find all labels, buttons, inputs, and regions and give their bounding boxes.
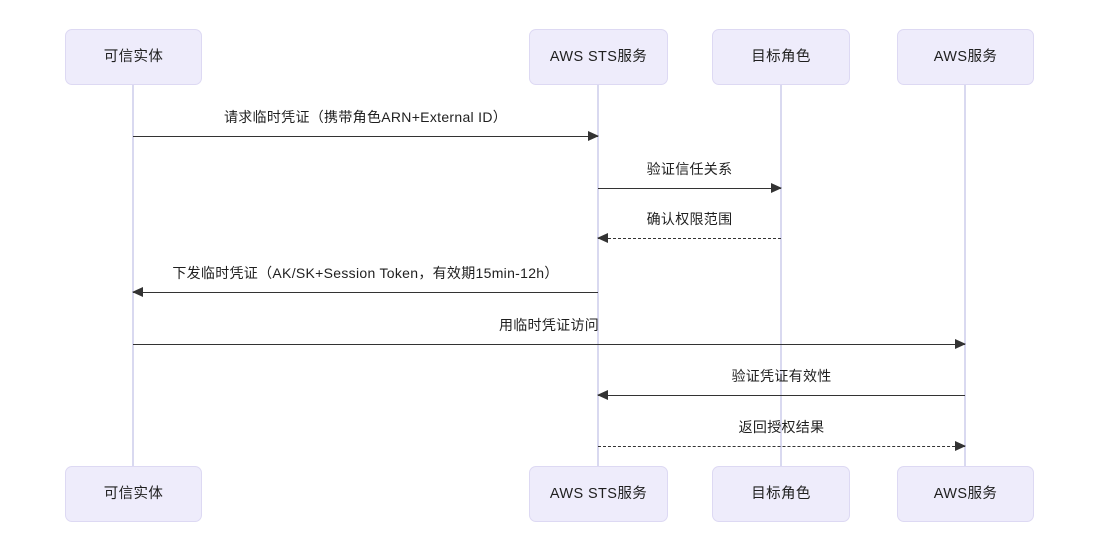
lifeline-target-role [780,85,782,466]
msg-verify-trust-relationship-label: 验证信任关系 [646,161,733,177]
arrowhead-left-icon [597,233,608,243]
participant-label-target-role: 目标角色 [751,485,811,502]
msg-validate-credentials-label: 验证凭证有效性 [731,368,832,384]
lifeline-aws-sts [597,85,599,466]
msg-validate-credentials-line [598,395,965,396]
msg-confirm-permission-scope-label: 确认权限范围 [646,211,733,227]
participant-box-aws-service-bottom[interactable]: AWS服务 [897,466,1034,522]
participant-box-target-role-top[interactable]: 目标角色 [712,29,850,85]
participant-box-aws-sts-bottom[interactable]: AWS STS服务 [529,466,668,522]
msg-access-with-temp-credentials-label: 用临时凭证访问 [498,317,600,333]
participant-label-aws-service: AWS服务 [933,485,998,502]
participant-label-target-role: 目标角色 [751,48,811,65]
lifeline-trusted-entity [132,85,134,466]
msg-return-authorization-result-label: 返回授权结果 [738,419,825,435]
msg-access-with-temp-credentials-line [133,344,965,345]
arrowhead-right-icon [588,131,599,141]
msg-issue-temp-credentials-line [133,292,598,293]
participant-label-aws-service: AWS服务 [933,48,998,65]
arrowhead-right-icon [771,183,782,193]
participant-label-aws-sts: AWS STS服务 [549,485,648,502]
msg-issue-temp-credentials-label: 下发临时凭证（AK/SK+Session Token，有效期15min-12h） [172,265,559,281]
arrowhead-right-icon [955,339,966,349]
msg-request-temp-credentials-line [133,136,598,137]
msg-confirm-permission-scope-line [598,238,781,239]
lifeline-aws-service [964,85,966,466]
participant-box-aws-sts-top[interactable]: AWS STS服务 [529,29,668,85]
msg-verify-trust-relationship-line [598,188,781,189]
arrowhead-left-icon [132,287,143,297]
arrowhead-left-icon [597,390,608,400]
participant-box-aws-service-top[interactable]: AWS服务 [897,29,1034,85]
participant-label-trusted-entity: 可信实体 [103,485,164,502]
participant-label-trusted-entity: 可信实体 [103,48,164,65]
participant-box-target-role-bottom[interactable]: 目标角色 [712,466,850,522]
participant-label-aws-sts: AWS STS服务 [549,48,648,65]
participant-box-trusted-entity-bottom[interactable]: 可信实体 [65,466,202,522]
msg-request-temp-credentials-label: 请求临时凭证（携带角色ARN+External ID） [223,109,508,125]
arrowhead-right-icon [955,441,966,451]
participant-box-trusted-entity-top[interactable]: 可信实体 [65,29,202,85]
msg-return-authorization-result-line [598,446,965,447]
